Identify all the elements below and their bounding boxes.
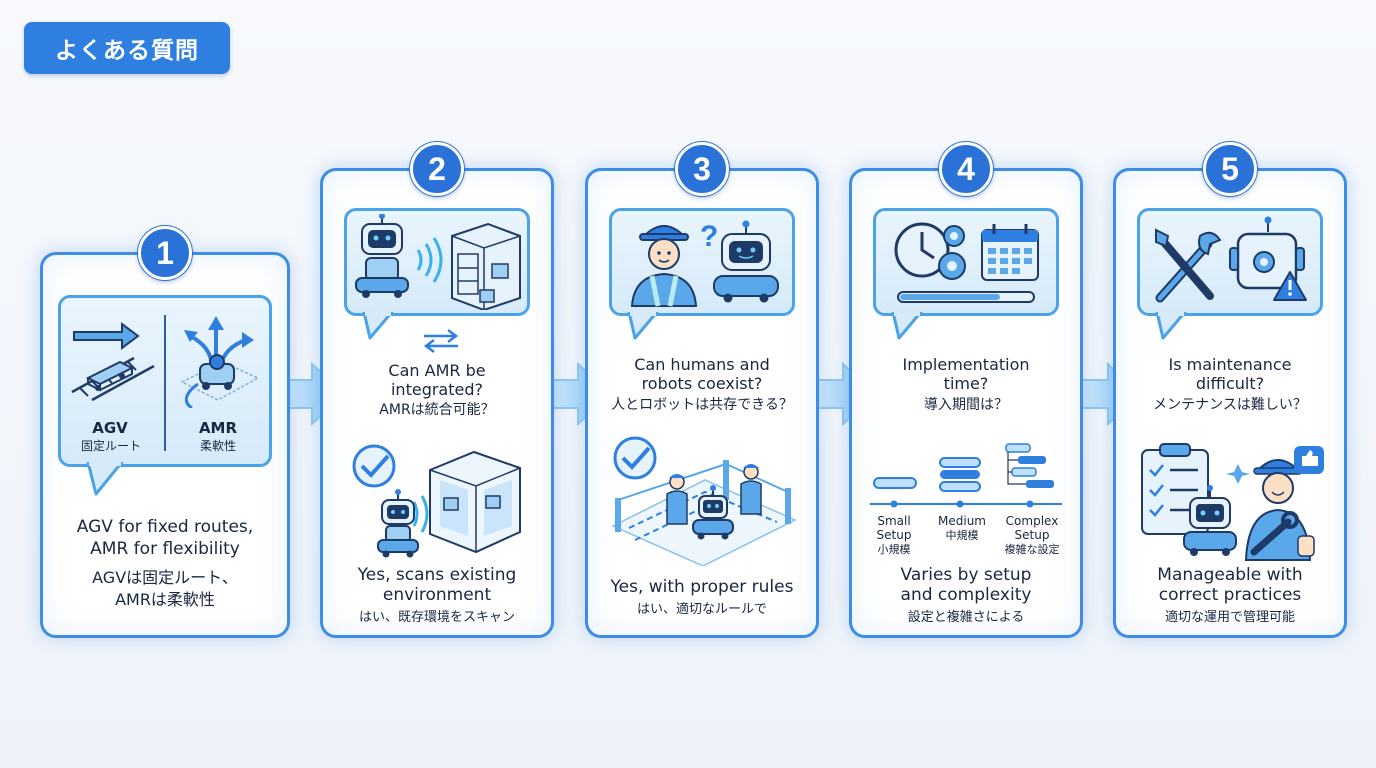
- bubble-tail: [362, 312, 394, 340]
- setup-small-en-2: Setup: [876, 528, 912, 542]
- question-ja: AMRは統合可能？: [379, 402, 495, 418]
- agv-rail-icon: [71, 322, 155, 402]
- question-en-line-2: robots coexist?: [641, 374, 763, 393]
- page-title: よくある質問: [24, 22, 230, 74]
- bubble-tail: [1155, 312, 1187, 340]
- question-ja: 導入期間は？: [924, 397, 1008, 413]
- question-ja: メンテナンスは難しい？: [1153, 397, 1307, 413]
- exchange-arrows-icon: [423, 329, 459, 353]
- answer-en-line-1: Manageable with: [1157, 565, 1303, 585]
- bubble-tail: [86, 462, 124, 496]
- checkmark-robot-scan-icon: [352, 444, 521, 558]
- setup-small-ja: 小規模: [877, 543, 911, 556]
- answer-ja: 設定と複雑さによる: [907, 610, 1025, 625]
- question-en-line-1: Can AMR be: [388, 361, 486, 380]
- question-en-line-1: Can humans and: [634, 355, 770, 374]
- question-en-line-2: difficult?: [1195, 374, 1265, 393]
- answer-en-line-2: correct practices: [1158, 585, 1302, 605]
- shared-workspace-icon: [611, 436, 797, 566]
- answer-en: Yes, with proper rules: [610, 577, 794, 597]
- robot-scan-warehouse-icon: [355, 214, 521, 310]
- setup-complex-ja: 複雑な設定: [1004, 543, 1060, 556]
- setup-medium-en: Medium: [938, 514, 986, 528]
- question-en-line-1: Is maintenance: [1168, 355, 1292, 374]
- answer-ja: はい、適切なルールで: [636, 602, 767, 617]
- answer-en-line-1: Yes, scans existing: [357, 565, 517, 585]
- answer-ja: はい、既存環境をスキャン: [358, 610, 515, 625]
- answer-en-line-1: AGV for fixed routes,: [76, 517, 254, 537]
- amr-label: AMR: [198, 419, 238, 437]
- amr-sublabel: 柔軟性: [199, 439, 236, 453]
- step-number-4: 4: [939, 142, 993, 196]
- divider: [164, 315, 166, 451]
- amr-flexible-icon: [180, 316, 260, 408]
- question-en-line-2: integrated?: [390, 380, 483, 399]
- setup-complex-en-2: Setup: [1014, 528, 1050, 542]
- tools-robot-warning-icon: [1155, 216, 1307, 303]
- step-number-1: 1: [138, 226, 192, 280]
- step-number-5: 5: [1203, 142, 1257, 196]
- setup-scale-icons: [870, 443, 1062, 508]
- question-en-line-1: Implementation: [902, 355, 1030, 374]
- bubble-tail: [891, 312, 923, 340]
- checklist-robot-technician-icon: [1141, 443, 1324, 561]
- answer-en-line-2: and complexity: [900, 585, 1032, 605]
- worker-robot-question-icon: ?: [630, 220, 779, 307]
- agv-label: AGV: [92, 419, 128, 437]
- clock-gear-calendar-icon: [894, 222, 1039, 303]
- question-en-line-2: time?: [943, 374, 989, 393]
- answer-ja-line-1: AGVは固定ルート、: [92, 568, 238, 587]
- answer-en-line-1: Varies by setup: [900, 565, 1032, 585]
- answer-en-line-2: environment: [382, 585, 492, 605]
- agv-sublabel: 固定ルート: [80, 439, 141, 453]
- answer-ja: 適切な運用で管理可能: [1164, 610, 1295, 625]
- step-number-2: 2: [410, 142, 464, 196]
- setup-small-en-1: Small: [877, 514, 911, 528]
- bubble-tail: [627, 312, 659, 340]
- answer-en-line-2: AMR for flexibility: [90, 539, 240, 559]
- setup-complex-en-1: Complex: [1005, 514, 1059, 528]
- answer-ja-line-2: AMRは柔軟性: [115, 590, 215, 609]
- step-number-3: 3: [675, 142, 729, 196]
- setup-medium-ja: 中規模: [945, 529, 979, 542]
- svg-text:?: ?: [700, 220, 718, 253]
- question-ja: 人とロボットは共存できる？: [611, 397, 793, 413]
